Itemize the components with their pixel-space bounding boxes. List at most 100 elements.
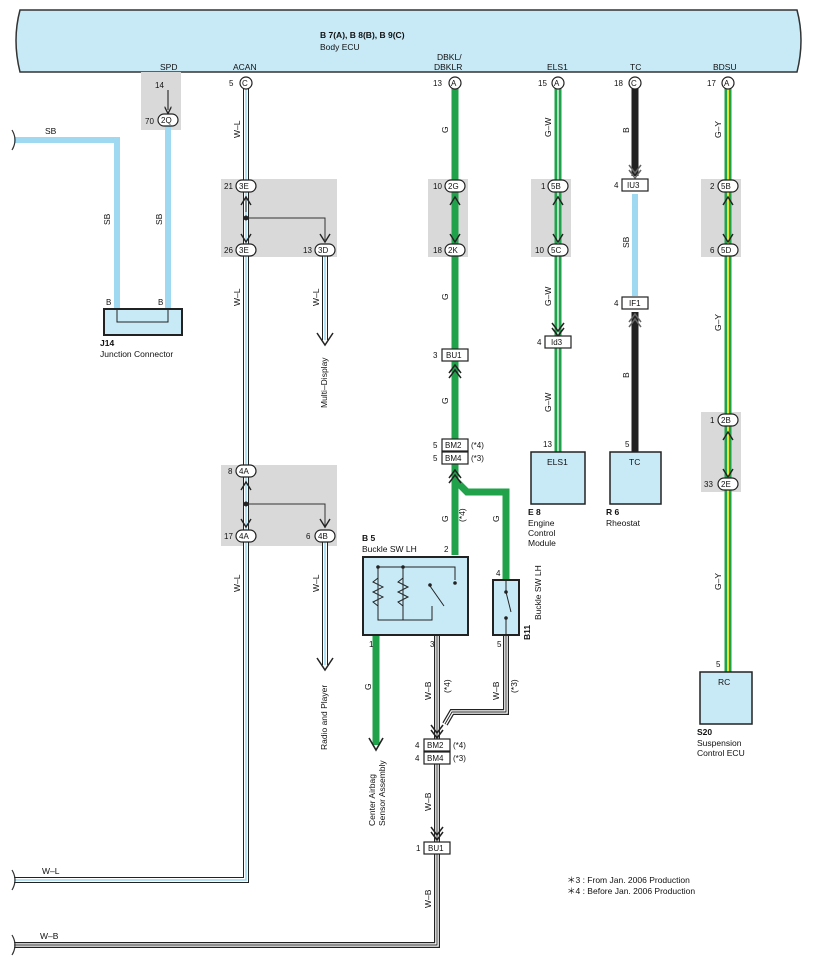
wire-label-b-2: B [621,372,631,378]
pin-10-2g: 10 [433,182,442,191]
b5-pin-1: 1 [369,640,374,649]
conn-2e: 2E [721,480,731,489]
wire-label-wl-1: W–L [232,120,242,138]
pin-4-bm2: 4 [415,741,420,750]
b5-pin-2: 2 [444,545,449,554]
wire-label-sb-top: SB [45,126,57,136]
pin-3-bu1: 3 [433,351,438,360]
conn-4a-bottom: 4A [239,532,249,541]
term-bdsu: BDSU [713,62,737,72]
wire-g [372,88,510,745]
b5-box [362,556,469,636]
conn-bu1-top: BU1 [446,351,462,360]
wire-label-g-6: G [363,683,373,690]
mark-3-wb: (*3) [509,679,519,693]
wire-label-wl-4: W–L [311,288,321,306]
pin-13-3d: 13 [303,246,312,255]
pin-1-2b: 1 [710,416,715,425]
pin-dbkl: 13 [433,79,442,88]
pin-acan: 5 [229,79,234,88]
pin-4-iu3: 4 [614,181,619,190]
conn-4a-top: 4A [239,467,249,476]
pin-4-bm4: 4 [415,754,420,763]
pin-17-4a: 17 [224,532,233,541]
s20-name-2: Control ECU [697,748,745,758]
conn-2k: 2K [448,246,458,255]
pin-26: 26 [224,246,233,255]
wire-label-sb-2: SB [154,213,164,225]
wire-label-gy-1: G–Y [713,121,723,138]
pin-bdsu: 17 [707,79,716,88]
conn-bm2-top: BM2 [445,441,462,450]
pin-5-bm4: 5 [433,454,438,463]
pin-acan-letter: C [242,79,248,88]
j14-code: J14 [100,338,114,348]
pin-tc-letter: C [631,79,637,88]
wire-label-wl-5: W–L [311,574,321,592]
wire-label-wb-3: W–B [423,792,433,811]
wire-label-wb-1: W–B [423,681,433,700]
mark-4-bottom: (*4) [453,741,466,750]
e8-name-2: Control [528,528,556,538]
conn-bm4-top: BM4 [445,454,462,463]
r6-name: Rheostat [606,518,641,528]
wire-label-gw-2: G–W [543,287,553,306]
s20-name-1: Suspension [697,738,742,748]
wire-label-gw-1: G–W [543,118,553,137]
term-els1: ELS1 [547,62,568,72]
note-3: ＊3 : From Jan. 2006 Production [567,875,690,885]
e8-pin-13: 13 [543,440,552,449]
wire-label-g-1: G [440,126,450,133]
pin-1-bu1: 1 [416,844,421,853]
pin-els1-letter: A [554,79,560,88]
wire-label-wb-5: W–B [40,931,59,941]
pin-1-5b: 1 [541,182,546,191]
s20-pin-5: 5 [716,660,721,669]
conn-4b: 4B [318,532,328,541]
body-ecu-box [15,9,802,73]
conn-bm4-bottom: BM4 [427,754,444,763]
pin-spd: 14 [155,81,164,90]
wire-wl [11,88,328,891]
mark-4-g: (*4) [457,508,467,522]
e8-name-3: Module [528,538,556,548]
r6-terminal: TC [629,457,640,467]
b11-pin-4: 4 [496,569,501,578]
pin-bdsu-letter: A [724,79,730,88]
b11-name: Buckle SW LH [533,565,543,620]
j14-pin-b2: B [158,298,163,307]
wire-label-wb-4: W–B [423,889,433,908]
term-spd: SPD [160,62,177,72]
pin-8-4a: 8 [228,467,233,476]
b5-code: B 5 [362,533,376,543]
pin-18-2k: 18 [433,246,442,255]
wire-label-g-5: G [491,515,501,522]
ecu-pin-circles [239,76,735,90]
mark-4-wb: (*4) [442,679,452,693]
mark-3-bottom: (*3) [453,754,466,763]
dest-radio-player: Radio and Player [319,685,329,750]
r6-pin-5: 5 [625,440,630,449]
e8-terminal: ELS1 [547,457,568,467]
round-connectors [157,113,739,543]
wire-label-g-4: G [440,515,450,522]
pin-els1: 15 [538,79,547,88]
pin-4-id3: 4 [537,338,542,347]
conn-if1: IF1 [629,299,641,308]
pin-dbkl-letter: A [451,79,457,88]
conn-5d: 5D [721,246,731,255]
e8-code: E 8 [528,507,541,517]
pin-2-5b: 2 [710,182,715,191]
term-acan: ACAN [233,62,257,72]
note-4: ＊4 : Before Jan. 2006 Production [567,886,695,896]
conn-bu1-bottom: BU1 [428,844,444,853]
b11-pin-5: 5 [497,640,502,649]
s20-code: S20 [697,727,712,737]
mark-3-top: (*3) [471,454,484,463]
term-dbklr: DBKLR [434,62,462,72]
pin-21: 21 [224,182,233,191]
j14-pin-b1: B [106,298,111,307]
dest-airbag-1: Center Airbag [367,774,377,826]
term-tc: TC [630,62,641,72]
pin-5-bm2: 5 [433,441,438,450]
